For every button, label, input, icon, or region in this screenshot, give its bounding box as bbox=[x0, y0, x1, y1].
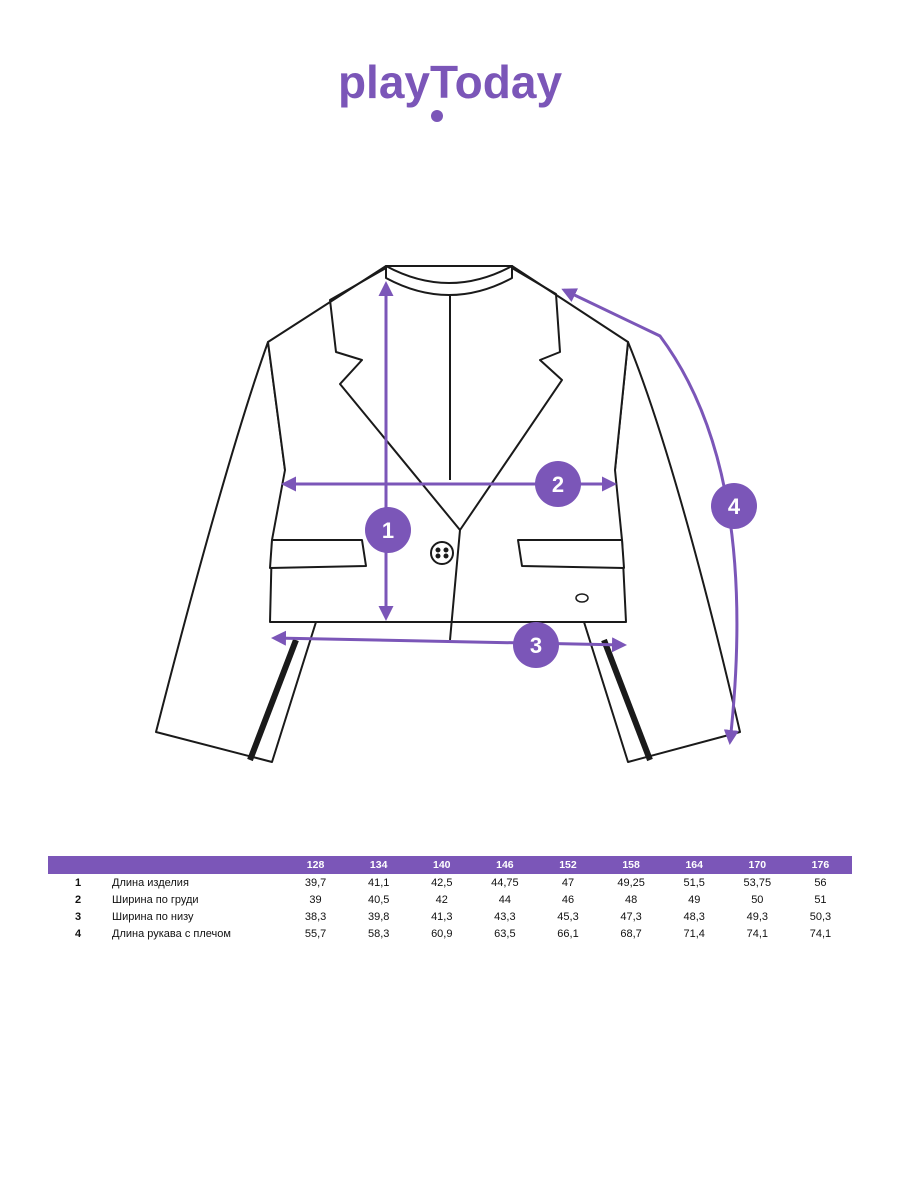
header-blank-label bbox=[108, 856, 284, 874]
brand-logo: playToday bbox=[338, 56, 563, 122]
marker-3: 3 bbox=[513, 622, 559, 668]
size-header: 164 bbox=[662, 856, 726, 874]
size-header-row: 128 134 140 146 152 158 164 170 176 bbox=[48, 856, 852, 874]
table-row: 3 Ширина по низу 38,3 39,8 41,3 43,3 45,… bbox=[48, 908, 852, 925]
size-header: 170 bbox=[725, 856, 789, 874]
marker-4-label: 4 bbox=[728, 494, 741, 519]
table-cell: 58,3 bbox=[367, 927, 390, 940]
brand-tag-icon bbox=[575, 593, 589, 603]
jacket-sketch: 1 2 3 4 bbox=[155, 265, 757, 763]
left-pocket-flap bbox=[269, 539, 367, 569]
table-cell: 55,7 bbox=[304, 927, 327, 940]
measure-hem-line bbox=[271, 630, 627, 653]
table-cell: 60,9 bbox=[431, 927, 453, 940]
table-cell: 47 bbox=[561, 876, 575, 889]
jacket-body bbox=[267, 265, 629, 623]
row-label: Ширина по груди bbox=[112, 893, 199, 906]
table-cell: 50 bbox=[751, 893, 764, 906]
table-cell: 48 bbox=[624, 893, 638, 906]
marker-4: 4 bbox=[711, 483, 757, 529]
table-cell: 50,3 bbox=[809, 910, 832, 923]
jacket-outline bbox=[155, 265, 741, 763]
right-lapel bbox=[459, 267, 563, 531]
table-cell: 46 bbox=[561, 893, 575, 906]
table-cell: 41,3 bbox=[431, 910, 453, 923]
row-label: Длина изделия bbox=[112, 876, 189, 889]
measurement-markers: 1 2 3 4 bbox=[365, 461, 757, 668]
table-cell: 53,75 bbox=[743, 876, 772, 889]
table-cell: 51 bbox=[814, 893, 827, 906]
table-cell: 44 bbox=[498, 893, 511, 906]
table-cell: 40,5 bbox=[367, 893, 390, 906]
table-cell: 47,3 bbox=[620, 910, 642, 923]
table-cell: 41,1 bbox=[367, 876, 390, 889]
table-cell: 71,4 bbox=[683, 927, 705, 940]
table-cell: 39,8 bbox=[367, 910, 390, 923]
table-cell: 39,7 bbox=[304, 876, 327, 889]
header-blank-num bbox=[48, 856, 108, 874]
marker-1-label: 1 bbox=[382, 518, 394, 543]
marker-2-label: 2 bbox=[552, 472, 564, 497]
logo-wordmark: playToday bbox=[338, 56, 563, 108]
table-cell: 43,3 bbox=[494, 910, 516, 923]
row-number: 3 bbox=[74, 910, 82, 923]
table-cell: 68,7 bbox=[620, 927, 642, 940]
marker-1: 1 bbox=[365, 507, 411, 553]
table-cell: 49 bbox=[688, 893, 701, 906]
right-pocket-flap bbox=[517, 539, 625, 569]
size-table: 128 134 140 146 152 158 164 170 176 1 Дл… bbox=[48, 856, 852, 942]
table-cell: 38,3 bbox=[304, 910, 327, 923]
size-header: 158 bbox=[599, 856, 663, 874]
table-cell: 45,3 bbox=[557, 910, 579, 923]
row-number: 4 bbox=[74, 927, 82, 940]
table-row: 2 Ширина по груди 39 40,5 42 44 46 48 49… bbox=[48, 891, 852, 908]
marker-3-label: 3 bbox=[530, 633, 542, 658]
table-cell: 63,5 bbox=[494, 927, 516, 940]
table-cell: 74,1 bbox=[746, 927, 769, 940]
size-header: 152 bbox=[536, 856, 600, 874]
button-icon bbox=[430, 541, 454, 565]
size-header: 146 bbox=[473, 856, 537, 874]
row-number: 1 bbox=[74, 876, 82, 889]
table-cell: 42 bbox=[435, 893, 448, 906]
jacket-collar bbox=[385, 265, 513, 296]
table-cell: 39 bbox=[309, 893, 322, 906]
size-header: 134 bbox=[347, 856, 411, 874]
table-cell: 49,25 bbox=[617, 876, 645, 889]
row-number: 2 bbox=[74, 893, 82, 906]
table-cell: 66,1 bbox=[557, 927, 579, 940]
left-sleeve bbox=[155, 341, 317, 763]
size-header: 140 bbox=[410, 856, 474, 874]
size-header: 176 bbox=[788, 856, 852, 874]
table-cell: 48,3 bbox=[683, 910, 705, 923]
table-row: 4 Длина рукава с плечом 55,7 58,3 60,9 6… bbox=[48, 925, 852, 942]
table-cell: 42,5 bbox=[431, 876, 453, 889]
logo-dot-icon bbox=[431, 110, 443, 122]
left-sleeve-trim bbox=[247, 638, 299, 762]
table-cell: 51,5 bbox=[683, 876, 705, 889]
table-cell: 49,3 bbox=[746, 910, 769, 923]
marker-2: 2 bbox=[535, 461, 581, 507]
table-cell: 74,1 bbox=[809, 927, 832, 940]
size-header: 128 bbox=[284, 856, 348, 874]
row-label: Ширина по низу bbox=[112, 910, 194, 923]
row-label: Длина рукава с плечом bbox=[112, 927, 231, 940]
table-row: 1 Длина изделия 39,7 41,1 42,5 44,75 47 … bbox=[48, 874, 852, 891]
table-cell: 44,75 bbox=[491, 876, 519, 889]
table-cell: 56 bbox=[814, 876, 827, 889]
